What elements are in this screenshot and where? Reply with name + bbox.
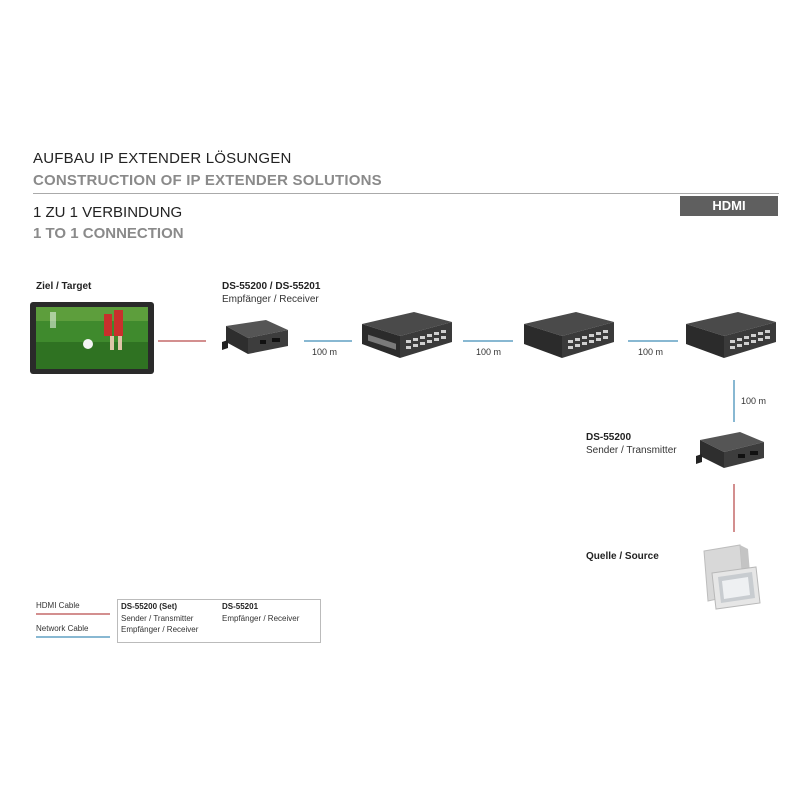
legend-hdmi-label: HDMI Cable xyxy=(36,601,80,610)
distance-label-2: 100 m xyxy=(476,347,502,357)
legend-network-label: Network Cable xyxy=(36,624,89,633)
subtitle-english: 1 TO 1 CONNECTION xyxy=(33,225,184,242)
source-label: Quelle / Source xyxy=(586,551,659,562)
legend-hdmi-swatch xyxy=(36,613,110,615)
sender-model-label: DS-55200 xyxy=(586,432,632,443)
source-computer-icon xyxy=(703,544,761,610)
legend-single-model: DS-55201 xyxy=(222,602,259,611)
title-german: AUFBAU IP EXTENDER LÖSUNGEN xyxy=(33,150,292,167)
legend-model-box xyxy=(117,599,321,643)
sender-device-icon xyxy=(696,432,764,468)
legend-set-line1: Sender / Transmitter xyxy=(121,614,194,623)
legend-network-swatch xyxy=(36,636,110,638)
network-switch-3-icon xyxy=(686,312,776,358)
network-cable-1 xyxy=(304,340,352,342)
receiver-role-label: Empfänger / Receiver xyxy=(222,294,319,305)
legend-set-line2: Empfänger / Receiver xyxy=(121,625,199,634)
network-cable-3 xyxy=(628,340,678,342)
hdmi-cable-target xyxy=(158,340,206,342)
header-divider xyxy=(33,193,779,194)
legend-set-model: DS-55200 (Set) xyxy=(121,602,178,611)
network-cable-2 xyxy=(463,340,513,342)
target-monitor-icon xyxy=(30,302,154,374)
distance-label-1: 100 m xyxy=(312,347,338,357)
network-cable-4 xyxy=(733,380,735,422)
network-switch-1-icon xyxy=(362,312,452,358)
title-english: CONSTRUCTION OF IP EXTENDER SOLUTIONS xyxy=(33,172,382,189)
receiver-device-icon xyxy=(222,320,288,354)
sender-role-label: Sender / Transmitter xyxy=(586,445,677,456)
hdmi-cable-source xyxy=(733,484,735,532)
receiver-model-label: DS-55200 / DS-55201 xyxy=(222,281,321,292)
legend-single-line1: Empfänger / Receiver xyxy=(222,614,300,623)
network-switch-2-icon xyxy=(524,312,614,358)
distance-label-4: 100 m xyxy=(741,396,767,406)
hdmi-badge: HDMI xyxy=(680,196,778,216)
distance-label-3: 100 m xyxy=(638,347,664,357)
target-label: Ziel / Target xyxy=(36,281,92,292)
subtitle-german: 1 ZU 1 VERBINDUNG xyxy=(33,204,183,221)
